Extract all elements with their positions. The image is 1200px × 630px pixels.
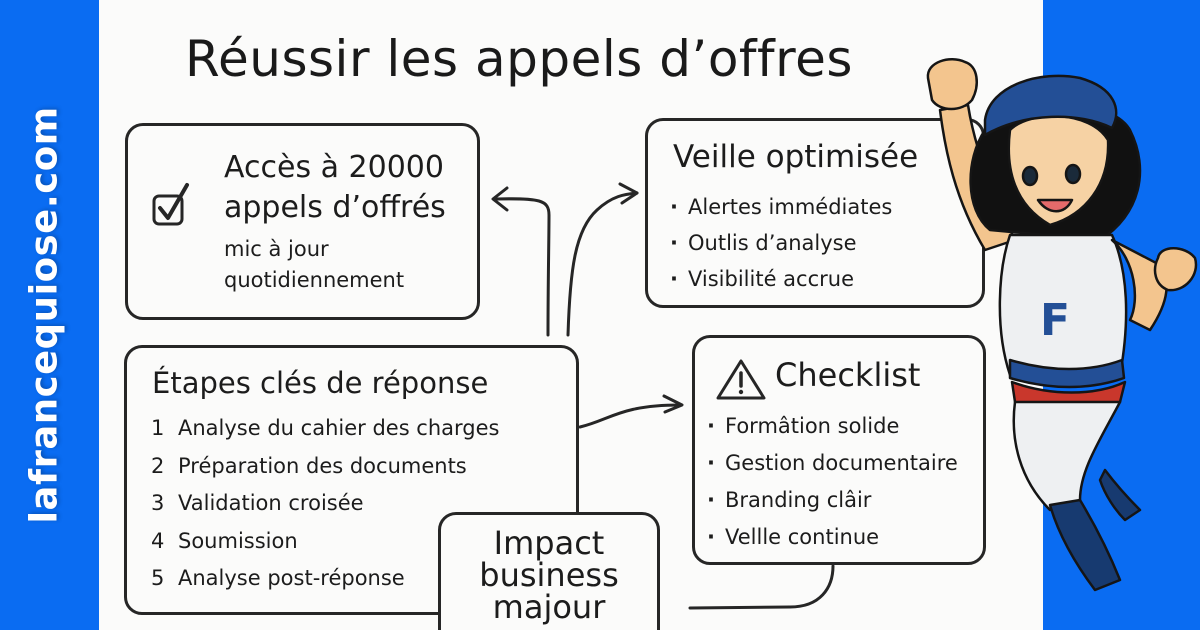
warning-triangle-icon [716, 359, 766, 400]
mascot-character-illustration: F [926, 58, 1198, 592]
access-sub-line1: mic à jour [224, 237, 329, 261]
arrow-to-access [494, 197, 551, 337]
veille-list: Alertes immédiates Outlis d’analyse Visi… [670, 189, 892, 297]
list-item: Branding clâir [707, 482, 958, 519]
step-label: Analyse du cahier des charges [178, 416, 500, 440]
impact-line2: business [479, 556, 619, 594]
veille-heading: Veille optimisée [673, 139, 919, 175]
list-item: Formâtion solide [707, 408, 958, 445]
steps-list: 1 Analyse du cahier des charges 2 Préparat… [151, 410, 500, 598]
list-item: 5 Analyse post-réponse [151, 560, 500, 598]
list-item: Alertes immédiates [670, 189, 892, 225]
list-item: Gestion documentaire [707, 445, 958, 482]
diagram-title: Réussir les appels d’offres [185, 30, 853, 88]
checklist-box: Checklist Formâtion solide Gestion docum… [692, 335, 986, 565]
checklist-list: Formâtion solide Gestion documentaire Br… [707, 408, 958, 556]
access-sub-line2: quotidiennement [224, 268, 405, 292]
access-heading-line2: appels d’offrés [224, 190, 446, 225]
impact-text: Impact business majour [441, 527, 657, 623]
left-brand-band: lafrancequiose.com [0, 0, 99, 630]
list-item: 4 Soumission [151, 523, 500, 561]
access-heading-line1: Accès à 20000 [224, 150, 444, 185]
veille-box: Veille optimisée Alertes immédiates Outl… [645, 118, 985, 308]
list-item: 3 Validation croisée [151, 485, 500, 523]
step-number: 5 [151, 566, 165, 590]
list-item: Outlis d’analyse [670, 225, 892, 261]
list-item: 1 Analyse du cahier des charges [151, 410, 500, 448]
step-label: Préparation des documents [178, 453, 467, 478]
checklist-heading: Checklist [775, 356, 921, 394]
steps-heading: Étapes clés de réponse [152, 366, 489, 400]
step-label: Soumission [178, 528, 298, 553]
step-number: 2 [151, 453, 165, 478]
list-item: Visibilité accrue [670, 261, 892, 297]
step-number: 4 [151, 528, 165, 553]
access-box: Accès à 20000 appels d’offrés mic à jour… [125, 123, 480, 320]
list-item: 2 Préparation des documents [151, 448, 500, 486]
step-number: 1 [151, 416, 165, 440]
shirt-letter: F [1040, 295, 1070, 346]
step-label: Analyse post-réponse [178, 566, 405, 590]
step-label: Validation croisée [178, 491, 364, 515]
checkbox-checked-icon [152, 183, 189, 226]
impact-box: Impact business majour [438, 512, 660, 630]
impact-line1: Impact [493, 524, 605, 562]
step-number: 3 [151, 491, 165, 515]
impact-line3: majour [492, 588, 606, 626]
access-subtext: mic à jour quotidiennement [224, 234, 404, 296]
list-item: Vellle continue [707, 519, 958, 556]
access-heading: Accès à 20000 appels d’offrés [224, 148, 446, 228]
